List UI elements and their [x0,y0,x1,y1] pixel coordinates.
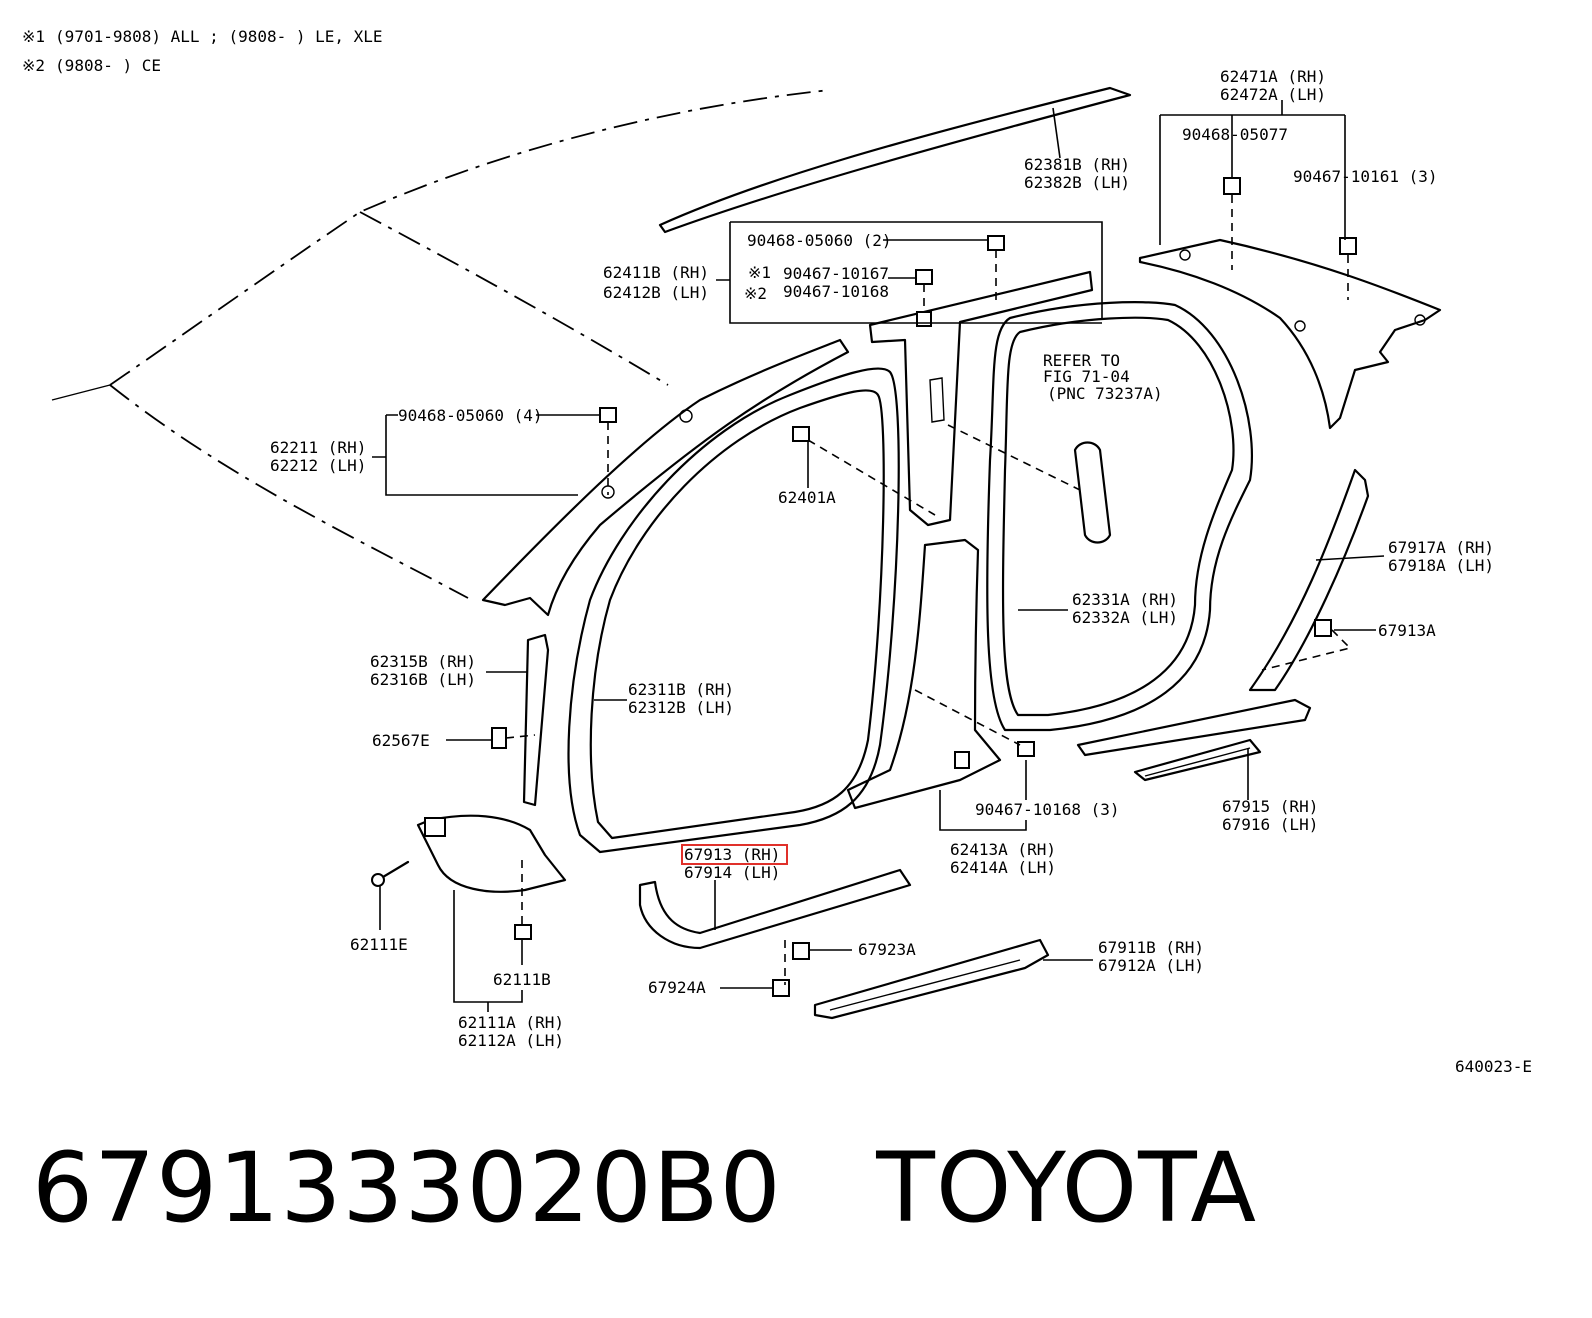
label-62111a: 62111A (RH) [458,1013,564,1032]
label-67918a: 67918A (LH) [1388,556,1494,575]
label-62567e: 62567E [372,731,430,750]
label-62401a: 62401A [778,488,836,507]
label-67913a: 67913A [1378,621,1436,640]
label-62414a: 62414A (LH) [950,858,1056,877]
label-refer-1: REFER TO [1043,351,1120,370]
label-62111b: 62111B [493,970,551,989]
rear-step-plate [1133,738,1262,782]
label-67911b: 67911B (RH) [1098,938,1204,957]
label-62312b: 62312B (LH) [628,698,734,717]
label-62382b: 62382B (LH) [1024,173,1130,192]
center-pillar-lower [846,538,1002,810]
front-pillar-lower-garnish [522,633,550,807]
brand-name: TOYOTA [876,1132,1258,1244]
label-62381b: 62381B (RH) [1024,155,1130,174]
roof-side-rail [658,86,1132,234]
label-67916: 67916 (LH) [1222,815,1318,834]
label-62413a: 62413A (RH) [950,840,1056,859]
label-62412b: 62412B (LH) [603,283,709,302]
label-67917a: 67917A (RH) [1388,538,1494,557]
front-scuff-plate [638,868,912,950]
rear-scuff-plate [1076,698,1312,757]
label-90467-10168-3: 90467-10168 (3) [975,800,1120,819]
front-door-weatherstrip [567,367,900,854]
label-refer-3: (PNC 73237A) [1047,384,1163,403]
highlight-box [681,844,788,865]
figure-code: 640023-E [1455,1057,1532,1076]
assist-grip [1073,441,1112,544]
label-90468-05077: 90468-05077 [1182,125,1288,144]
label-62316b: 62316B (LH) [370,670,476,689]
label-67924a: 67924A [648,978,706,997]
label-62311b: 62311B (RH) [628,680,734,699]
label-90467-10161: 90467-10161 (3) [1293,167,1438,186]
alignment-lines [505,195,1352,985]
note-1: ※1(9701-9808) ALL ; (9808- ) LE, XLE [22,27,383,46]
part-labels: 62471A (RH) 62472A (LH) 90468-05077 9046… [270,67,1532,1076]
rear-quarter-trim [1138,238,1442,430]
label-mark-1: ※1 [748,263,771,282]
header-notes: ※1(9701-9808) ALL ; (9808- ) LE, XLE ※2(… [22,27,383,75]
body-outline [51,89,831,599]
label-62112a: 62112A (LH) [458,1031,564,1050]
label-67914: 67914 (LH) [684,863,780,882]
label-62471a: 62471A (RH) [1220,67,1326,86]
label-62331a: 62331A (RH) [1072,590,1178,609]
label-90467-10167: 90467-10167 [783,264,889,283]
label-62315b: 62315B (RH) [370,652,476,671]
front-pillar-garnish [481,338,850,617]
label-62212: 62212 (LH) [270,456,366,475]
label-refer-2: FIG 71-04 [1043,367,1130,386]
label-90468-05060-2: 90468-05060 (2) [747,231,892,250]
fasteners [371,177,1357,997]
note-2: ※2(9808- ) CE [22,56,161,75]
label-62332a: 62332A (LH) [1072,608,1178,627]
label-62111e: 62111E [350,935,408,954]
front-step-plate [813,938,1050,1020]
label-mark-2: ※2 [744,284,767,303]
rear-door-weatherstrip [986,301,1254,732]
label-90467-10168: 90467-10168 [783,282,889,301]
label-67913: 67913 (RH) [684,845,780,864]
label-62411b: 62411B (RH) [603,263,709,282]
product-caption: 6791333020B0 TOYOTA [32,1140,1257,1236]
label-90468-05060-4: 90468-05060 (4) [398,406,543,425]
label-62211: 62211 (RH) [270,438,366,457]
cowl-side-trim [416,814,567,893]
leader-lines [372,100,1385,1012]
part-number: 6791333020B0 [32,1132,782,1244]
rear-pillar-trim [1248,468,1370,692]
label-67923a: 67923A [858,940,916,959]
label-62472a: 62472A (LH) [1220,85,1326,104]
label-67915: 67915 (RH) [1222,797,1318,816]
label-67912a: 67912A (LH) [1098,956,1204,975]
